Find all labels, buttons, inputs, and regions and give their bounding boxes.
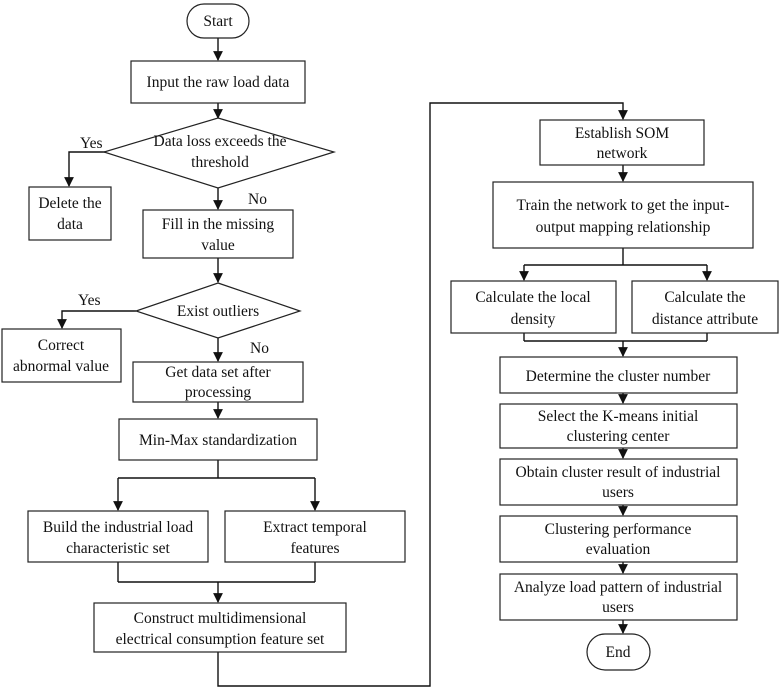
- outliers-label: Exist outliers: [177, 303, 259, 320]
- no-label-loss: No: [248, 191, 267, 208]
- loss-label-line2: threshold: [191, 154, 249, 171]
- yes-label-loss: Yes: [80, 135, 103, 152]
- obtain-label-line2: users: [602, 484, 634, 501]
- obtain-box: Obtain cluster result of industrial user…: [499, 458, 738, 506]
- kmeans-box: Select the K-means initial clustering ce…: [499, 403, 738, 449]
- delete-label-line1: Delete the: [38, 195, 101, 212]
- delete-label-line2: data: [57, 216, 83, 233]
- fill-label-line1: Fill in the missing: [162, 216, 275, 233]
- correct-box: Correct abnormal value: [1, 328, 122, 383]
- density-label-line2: density: [511, 311, 556, 328]
- fill-box: Fill in the missing value: [142, 209, 294, 259]
- kmeans-label-line2: clustering center: [567, 428, 671, 445]
- distance-box: Calculate the distance attribute: [631, 280, 779, 334]
- correct-label-line1: Correct: [38, 337, 85, 354]
- distance-label-line2: distance attribute: [652, 311, 758, 328]
- clusternum-label: Determine the cluster number: [526, 368, 711, 385]
- analyze-box: Analyze load pattern of industrial users: [499, 573, 738, 621]
- end-label: End: [606, 644, 631, 661]
- input-label: Input the raw load data: [147, 74, 290, 91]
- analyze-label-line1: Analyze load pattern of industrial: [514, 579, 722, 596]
- loss-decision: Data loss exceeds the threshold: [101, 117, 337, 189]
- start-label: Start: [203, 13, 233, 30]
- train-box: Train the network to get the input- outp…: [492, 181, 754, 249]
- getdata-label-line2: processing: [185, 384, 252, 401]
- build-label-line1: Build the industrial load: [43, 519, 193, 536]
- evaluation-label-line2: evaluation: [586, 541, 651, 558]
- construct-label-line2: electrical consumption feature set: [116, 631, 325, 648]
- distance-label-line1: Calculate the: [664, 289, 745, 306]
- build-box: Build the industrial load characteristic…: [27, 510, 209, 563]
- kmeans-label-line1: Select the K-means initial: [538, 408, 699, 425]
- start-terminal: Start: [186, 3, 250, 39]
- density-label-line1: Calculate the local: [475, 289, 590, 306]
- delete-box: Delete the data: [28, 186, 112, 241]
- som-label-line1: Establish SOM: [575, 125, 670, 142]
- yes-label-outliers: Yes: [78, 292, 101, 309]
- evaluation-box: Clustering performance evaluation: [499, 515, 738, 563]
- density-box: Calculate the local density: [450, 280, 617, 334]
- minmax-box: Min-Max standardization: [118, 418, 318, 461]
- getdata-box: Get data set after processing: [132, 361, 304, 403]
- train-label-line1: Train the network to get the input-: [517, 197, 730, 214]
- extract-label-line1: Extract temporal: [263, 519, 367, 536]
- edges-left: [57, 38, 628, 687]
- loss-label-line1: Data loss exceeds the: [154, 133, 287, 150]
- construct-box: Construct multidimensional electrical co…: [93, 602, 347, 653]
- outliers-decision: Exist outliers: [134, 282, 302, 339]
- edges-right: [519, 165, 712, 634]
- evaluation-label-line1: Clustering performance: [545, 521, 692, 538]
- getdata-label-line1: Get data set after: [165, 364, 271, 381]
- train-label-line2: output mapping relationship: [536, 219, 711, 236]
- build-label-line2: characteristic set: [66, 540, 170, 557]
- som-label-line2: network: [597, 145, 648, 162]
- extract-label-line2: features: [290, 540, 339, 557]
- end-terminal: End: [586, 633, 651, 671]
- edge-construct-som: [217, 102, 628, 687]
- som-box: Establish SOM network: [539, 119, 705, 166]
- input-box: Input the raw load data: [130, 60, 306, 104]
- clusternum-box: Determine the cluster number: [499, 356, 738, 394]
- edge-loss-delete: [64, 151, 110, 187]
- minmax-label: Min-Max standardization: [139, 432, 297, 449]
- obtain-label-line1: Obtain cluster result of industrial: [516, 464, 721, 481]
- correct-label-line2: abnormal value: [13, 358, 109, 375]
- no-label-outliers: No: [250, 340, 269, 357]
- extract-box: Extract temporal features: [224, 510, 406, 563]
- fill-label-line2: value: [201, 237, 235, 254]
- edge-outliers-correct: [57, 310, 136, 329]
- analyze-label-line2: users: [602, 599, 634, 616]
- construct-label-line1: Construct multidimensional: [134, 610, 307, 627]
